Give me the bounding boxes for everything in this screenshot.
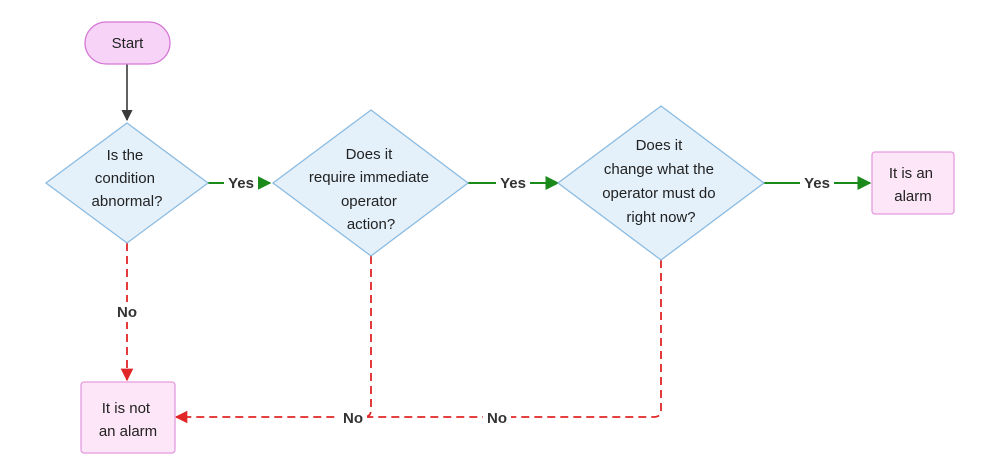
edge-label-yes-3: Yes (800, 173, 834, 193)
svg-text:Yes: Yes (500, 175, 526, 192)
result-alarm-label: It is an alarm (889, 165, 937, 205)
decision-change: Does it change what the operator must do… (556, 105, 766, 261)
edge-label-yes-1: Yes (224, 173, 258, 193)
result-alarm: It is an alarm (871, 151, 955, 215)
svg-text:No: No (117, 304, 137, 321)
result-not-alarm: It is not an alarm (80, 381, 176, 454)
decision-immediate: Does it require immediate operator actio… (271, 109, 470, 257)
edge-label-no-3: No (483, 408, 511, 428)
edge-no-immediate-to-not-alarm (174, 256, 372, 424)
svg-text:No: No (343, 410, 363, 427)
result-not-alarm-label: It is not an alarm (99, 400, 157, 440)
edge-label-no-1: No (113, 302, 141, 322)
svg-text:Yes: Yes (804, 175, 830, 192)
edge-label-yes-2: Yes (496, 173, 530, 193)
decision-abnormal: Is the condition abnormal? (44, 122, 210, 244)
decision-change-label: Does it change what the operator must do… (602, 137, 720, 226)
edge-no-change-to-not-alarm (364, 260, 662, 418)
start-label: Start (112, 35, 145, 52)
svg-text:Yes: Yes (228, 175, 254, 192)
decision-abnormal-label: Is the condition abnormal? (92, 147, 163, 210)
edge-label-no-2: No (339, 408, 367, 428)
svg-text:No: No (487, 410, 507, 427)
start-node: Start (84, 21, 171, 65)
decision-immediate-label: Does it require immediate operator actio… (309, 146, 433, 233)
